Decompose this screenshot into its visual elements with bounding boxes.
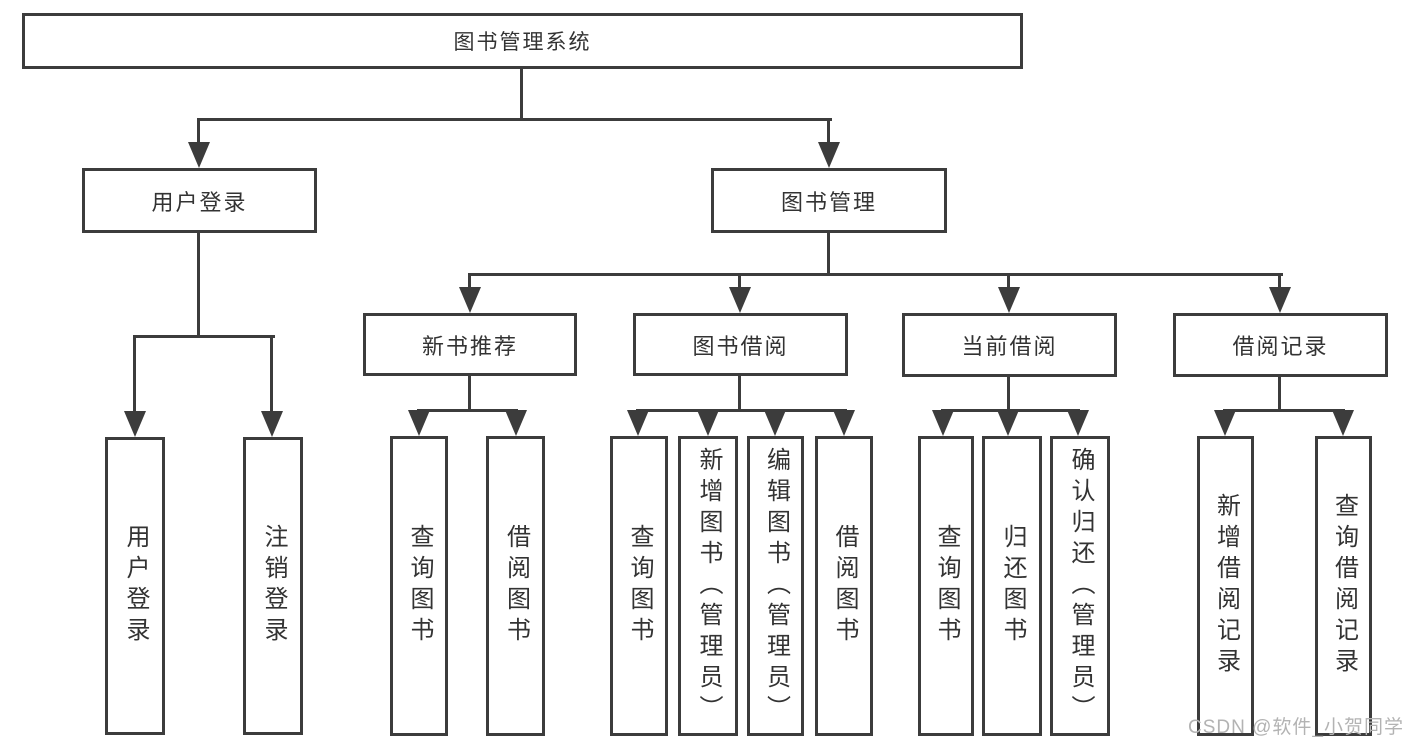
arrowhead-current-query	[932, 410, 954, 436]
connector-current-stem	[1007, 377, 1010, 412]
connector-stem-leaf-login	[133, 335, 136, 415]
arrowhead-records-query	[1332, 410, 1354, 436]
connector-stem-user-login	[197, 118, 200, 152]
connector-records-rail	[1223, 409, 1345, 412]
connector-userlogin-stem	[197, 233, 200, 338]
connector-borrowing-rail	[636, 409, 847, 412]
leaf-query-book-recommend: 查询图书	[390, 436, 448, 736]
arrowhead-borrowing	[729, 287, 751, 313]
connector-stem-records	[1278, 273, 1281, 293]
leaf-logout: 注销登录	[243, 437, 303, 735]
leaf-query-book-borrowing: 查询图书	[610, 436, 668, 736]
leaf-query-book-current: 查询图书	[918, 436, 974, 736]
arrowhead-leaf-logout	[261, 411, 283, 437]
connector-userlogin-rail	[133, 335, 275, 338]
connector-stem-current	[1007, 273, 1010, 293]
connector-level3-rail	[468, 273, 1283, 276]
leaf-edit-book-admin: 编辑图书（管理员）	[747, 436, 804, 736]
leaf-confirm-return-admin: 确认归还（管理员）	[1050, 436, 1110, 736]
leaf-add-book-admin: 新增图书（管理员）	[678, 436, 738, 736]
connector-root-stem	[520, 69, 523, 121]
node-book-management-branch: 图书管理	[711, 168, 947, 233]
connector-stem-borrowing	[738, 273, 741, 293]
connector-newrec-stem	[468, 376, 471, 412]
leaf-query-borrow-record: 查询借阅记录	[1315, 436, 1372, 736]
arrowhead-newrec-query	[408, 410, 430, 436]
arrowhead-records-add	[1214, 410, 1236, 436]
node-borrowing-records: 借阅记录	[1173, 313, 1388, 377]
connector-newrec-rail	[417, 409, 518, 412]
leaf-borrow-book-recommend: 借阅图书	[486, 436, 545, 736]
arrowhead-current-return	[997, 410, 1019, 436]
leaf-user-login: 用户登录	[105, 437, 165, 735]
node-current-borrowing: 当前借阅	[902, 313, 1117, 377]
arrowhead-borrowing-query	[627, 410, 649, 436]
node-book-borrowing: 图书借阅	[633, 313, 848, 376]
node-root-library-system: 图书管理系统	[22, 13, 1023, 69]
csdn-watermark: CSDN @软件_小贺同学	[1188, 717, 1404, 738]
connector-borrowing-stem	[738, 376, 741, 412]
arrowhead-user-login	[188, 142, 210, 168]
connector-level2-rail	[197, 118, 832, 121]
arrowhead-newrec-borrow	[505, 410, 527, 436]
arrowhead-book-mgmt	[818, 142, 840, 168]
arrowhead-borrowing-edit	[764, 410, 786, 436]
arrowhead-borrowing-add	[697, 410, 719, 436]
arrowhead-records	[1269, 287, 1291, 313]
leaf-add-borrow-record: 新增借阅记录	[1197, 436, 1254, 736]
connector-stem-book-mgmt	[827, 118, 830, 152]
arrowhead-new-rec	[459, 287, 481, 313]
node-new-book-recommend: 新书推荐	[363, 313, 577, 376]
leaf-return-book: 归还图书	[982, 436, 1042, 736]
arrowhead-current-confirm	[1067, 410, 1089, 436]
connector-bookmgmt-stem	[827, 233, 830, 276]
leaf-borrow-book-borrowing: 借阅图书	[815, 436, 873, 736]
node-user-login-branch: 用户登录	[82, 168, 317, 233]
arrowhead-borrowing-borrow	[833, 410, 855, 436]
arrowhead-leaf-login	[124, 411, 146, 437]
connector-stem-new-rec	[468, 273, 471, 293]
arrowhead-current	[998, 287, 1020, 313]
connector-records-stem	[1278, 377, 1281, 412]
connector-stem-leaf-logout	[270, 335, 273, 415]
